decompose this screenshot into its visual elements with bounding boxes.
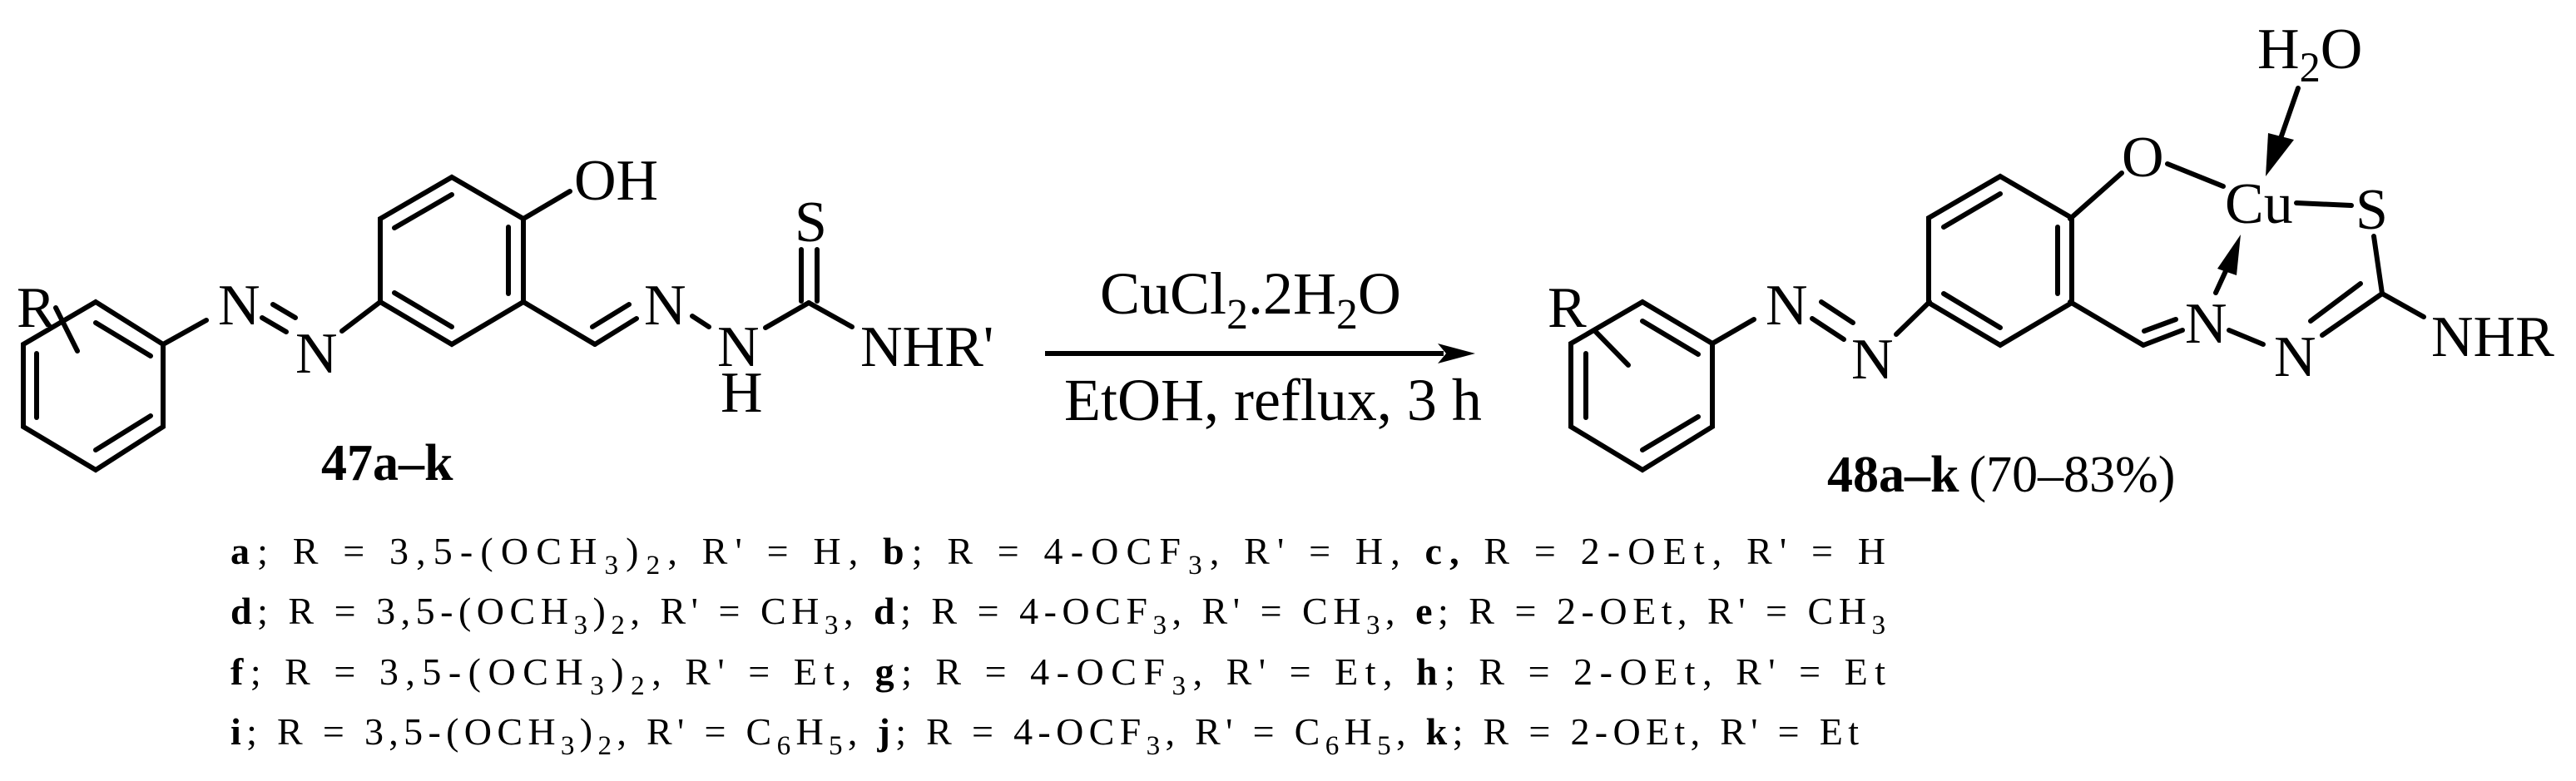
product-imine-n: N [2185, 292, 2227, 356]
product-r-label: R [1548, 276, 1587, 340]
coordination-arrow-icon [2217, 235, 2241, 275]
product-water-label: H2O [2257, 17, 2362, 91]
reactant-s-label: S [795, 190, 827, 255]
reactant-r-substituent-bond [53, 305, 80, 353]
reactant-oh-label: OH [574, 149, 658, 213]
product-cu-label: Cu [2225, 172, 2293, 236]
product-nhr-label: NHR [2431, 305, 2554, 369]
reactant-nhr-label: NHR' [860, 315, 993, 379]
reactant-nh-n: N [717, 315, 760, 379]
reactant-nh-h: H [721, 361, 763, 425]
product-s-label: S [2356, 178, 2388, 242]
product-aryl-ring [1568, 299, 1715, 473]
product-compound-label: 48a–k(70–83%) [1827, 447, 2175, 503]
reactant-structure: R N N OH N N H S NHR' 47a–k [17, 149, 993, 492]
reaction-arrow [1045, 344, 1475, 363]
product-azo-n1: N [1766, 274, 1808, 338]
reactant-compound-label: 47a–k [321, 435, 453, 492]
product-structure: R N N O Cu H2O S N [1548, 17, 2554, 503]
reactant-r-label: R [17, 276, 56, 340]
product-hydrazone-n: N [2274, 325, 2316, 389]
product-o-label: O [2122, 126, 2164, 190]
arrow-head-icon [1438, 344, 1475, 363]
reactant-azo-n2: N [295, 322, 338, 386]
product-azo-n2: N [1851, 328, 1894, 392]
reactant-phenol-ring [378, 174, 526, 348]
reagent-label: CuCl2.2H2O [1100, 260, 1401, 339]
conditions-label: EtOH, reflux, 3 h [1064, 367, 1482, 433]
reactant-azo-n1: N [218, 274, 260, 338]
coordination-arrow-icon [2266, 133, 2294, 176]
product-phenolate-ring [1926, 173, 2074, 348]
reactant-imine-n: N [644, 274, 686, 338]
